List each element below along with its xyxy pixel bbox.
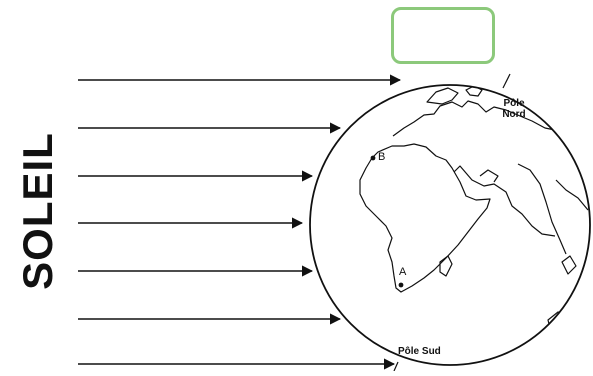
north-pole-label-line1: Pôle [496, 98, 532, 109]
sun-label: SOLEIL [17, 122, 59, 300]
south-pole-label: Pôle Sud [398, 346, 458, 357]
north-pole-label-line2: Nord [496, 109, 532, 120]
answer-box[interactable] [391, 7, 495, 64]
north-axis-tick [503, 74, 510, 88]
point-b-marker [371, 156, 376, 161]
point-a-label: A [399, 266, 406, 278]
point-a-marker [399, 283, 404, 288]
point-b-label: B [378, 151, 385, 163]
australia-fragment [548, 312, 576, 340]
north-pole-label: Pôle Nord [496, 98, 532, 120]
earth-globe [310, 85, 590, 365]
south-axis-tick [394, 362, 398, 371]
sun-label-text: SOLEIL [17, 132, 59, 290]
